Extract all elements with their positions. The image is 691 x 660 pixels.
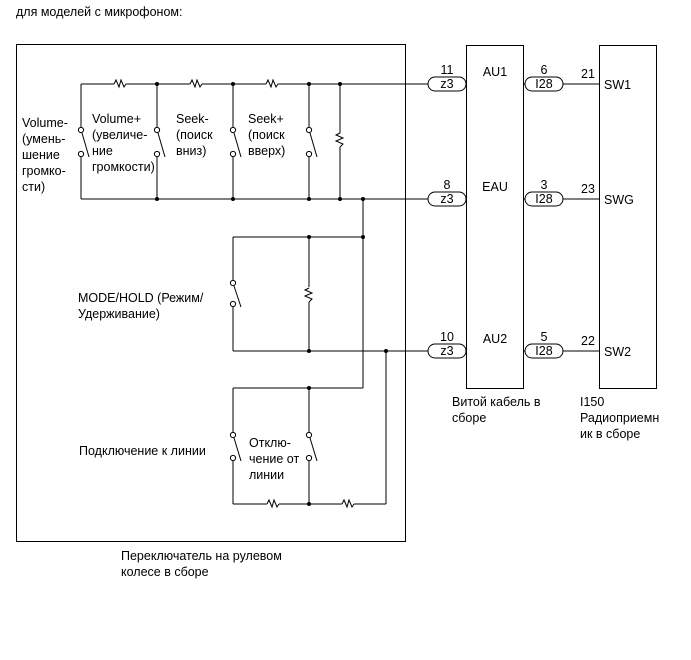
pin-number: 5 — [541, 330, 548, 344]
resistor-icon — [266, 498, 280, 509]
wire — [233, 285, 242, 308]
switch-contact — [153, 126, 161, 134]
connector-label: I28 — [535, 344, 552, 358]
switch-contact — [229, 300, 237, 308]
resistor-icon — [341, 498, 355, 509]
switch-circuit — [77, 78, 466, 509]
wire — [309, 437, 318, 462]
switch-contact — [229, 279, 237, 287]
switch-contact — [305, 150, 313, 158]
wire — [233, 437, 242, 462]
connector-label: z3 — [440, 192, 453, 206]
signal-name: AU2 — [483, 332, 507, 346]
connector-label: z3 — [440, 344, 453, 358]
pin-number: 11 — [441, 63, 454, 77]
pin-number: 21 — [581, 67, 595, 81]
connector-label: I28 — [535, 77, 552, 91]
connector-icon — [427, 191, 467, 207]
wire — [157, 132, 166, 158]
wire — [81, 132, 90, 158]
pin-number: 10 — [440, 330, 454, 344]
switch-contact — [77, 150, 85, 158]
connector-label: I28 — [535, 192, 552, 206]
switch-contact — [305, 454, 313, 462]
pin-number: 23 — [581, 182, 595, 196]
label-mode-hold: MODE/HOLD (Режим/Удерживание) — [78, 291, 204, 321]
terminal-name: SW1 — [604, 78, 631, 92]
terminal-name: SWG — [604, 193, 634, 207]
connector-icon — [524, 76, 564, 92]
signal-name: AU1 — [483, 65, 507, 79]
switch-contact — [229, 150, 237, 158]
connector-icon — [524, 343, 564, 359]
resistor-icon — [334, 132, 345, 148]
label-on-hook: Подключение к линии — [79, 444, 206, 458]
switch-contact — [153, 150, 161, 158]
switch-contact — [229, 431, 237, 439]
switch-contact — [305, 431, 313, 439]
resistor-icon — [303, 287, 314, 303]
resistor-icon — [113, 78, 127, 89]
pin-number: 6 — [541, 63, 548, 77]
connector-label: z3 — [440, 77, 453, 91]
junction-dot — [307, 502, 311, 506]
switch-contact — [229, 126, 237, 134]
connector-icon — [427, 76, 467, 92]
steering-switch-box — [16, 44, 406, 542]
connector-icon — [427, 343, 467, 359]
radio-box — [599, 45, 657, 389]
pin-number: 22 — [581, 334, 595, 348]
diagram-title: для моделей с микрофоном: — [16, 5, 182, 19]
terminal-name: SW2 — [604, 345, 631, 359]
wire — [233, 132, 242, 158]
pin-number: 8 — [444, 178, 451, 192]
junction-dot — [307, 349, 311, 353]
switch-contact — [305, 126, 313, 134]
pin-number: 3 — [541, 178, 548, 192]
switch-contact — [229, 454, 237, 462]
wire — [309, 132, 318, 158]
resistor-icon — [265, 78, 279, 89]
resistor-icon — [189, 78, 203, 89]
switch-contact — [77, 126, 85, 134]
signal-name: EAU — [482, 180, 508, 194]
spiral-cable-box — [466, 45, 524, 389]
junction-dot — [361, 235, 365, 239]
connector-icon — [524, 191, 564, 207]
